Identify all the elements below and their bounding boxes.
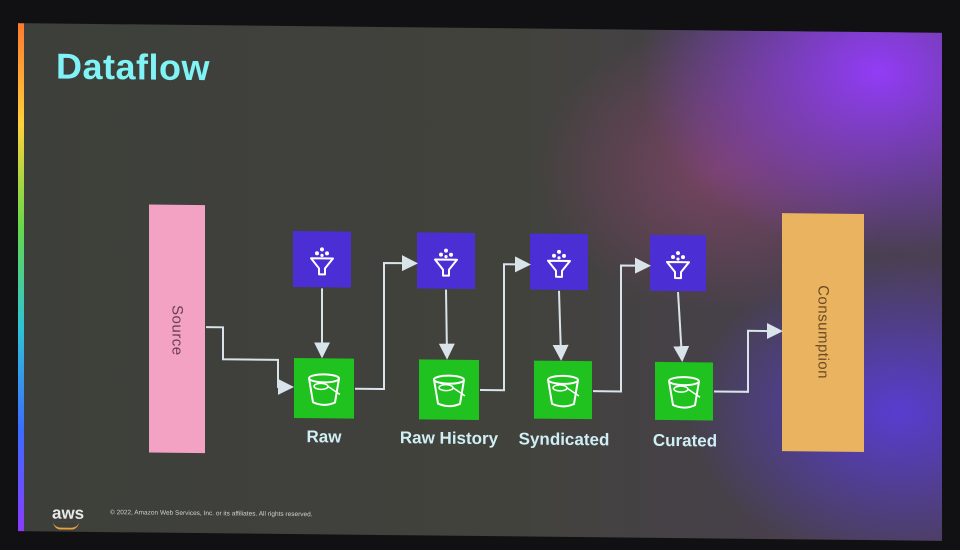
filter-to-curated-arrow — [673, 292, 690, 363]
raw-history-to-syndicated-arrow — [480, 256, 531, 392]
curated-to-consumption-arrow — [714, 323, 783, 393]
aws-smile-icon — [53, 521, 79, 530]
filter-to-raw-history-arrow — [438, 289, 455, 360]
filter-to-syndicated-arrow — [552, 290, 569, 361]
glue-filter-icon — [417, 232, 475, 289]
s3-bucket-icon — [419, 359, 479, 420]
dataflow-diagram — [149, 204, 864, 454]
syndicated-to-curated-arrow — [593, 257, 651, 393]
s3-bucket-icon — [294, 358, 354, 419]
s3-bucket-icon — [534, 360, 592, 420]
raw-to-raw-history-arrow — [355, 255, 418, 391]
source-label: Source — [168, 304, 186, 356]
source-box — [149, 204, 205, 454]
stage-label-syndicated: Syndicated — [518, 429, 610, 450]
s3-bucket-icon — [655, 361, 713, 421]
glue-filter-icon — [530, 233, 588, 291]
stage-label-curated: Curated — [652, 430, 718, 451]
stage-label-raw-history: Raw History — [399, 428, 499, 449]
flow-arrows — [206, 255, 783, 395]
source-to-raw-arrow — [206, 326, 294, 395]
slide: Dataflow — [18, 23, 942, 541]
glue-filter-icon — [650, 234, 706, 292]
consumption-label: Consumption — [814, 285, 832, 380]
glue-filter-icon — [293, 231, 351, 288]
stage-label-raw: Raw — [306, 427, 342, 447]
consumption-box — [782, 213, 864, 453]
